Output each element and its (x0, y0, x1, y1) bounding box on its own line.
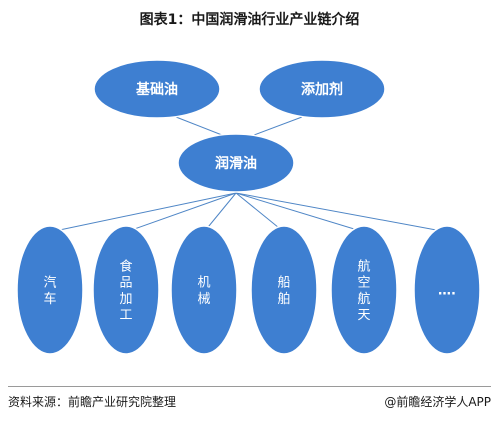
core-node-label: 润滑油 (215, 155, 257, 172)
core-node-shape (177, 133, 295, 193)
downstream-node-2-label-char: 品 (119, 276, 132, 291)
connector-base-oil (175, 116, 223, 136)
downstream-node-1-label-char: 车 (43, 291, 56, 307)
core-node: 润滑油 (177, 133, 295, 193)
downstream-node-4-label-char: 舶 (277, 291, 290, 307)
connectors (49, 116, 448, 233)
connector-additive (253, 116, 303, 136)
downstream-node-1-label-char: 汽 (43, 276, 56, 291)
downstream-node-2-label-char: 工 (119, 308, 132, 323)
downstream-node-3: 机械 (170, 225, 238, 355)
connector-downstream-2 (125, 192, 237, 233)
downstream-node-4: 船舶 (250, 225, 318, 355)
connector-downstream-4 (235, 192, 285, 233)
downstream-node-1-shape (16, 225, 84, 355)
upstream-node-2-shape (258, 59, 386, 119)
connector-downstream-5 (235, 192, 365, 233)
downstream-node-6-label: …. (438, 284, 456, 299)
connector-downstream-6 (235, 192, 448, 233)
downstream-node-6: …. (413, 225, 481, 355)
upstream-node-1-label: 基础油 (136, 81, 178, 98)
industry-chain-diagram: 基础油添加剂润滑油汽车食品加工机械船舶航空航天…. (16, 59, 481, 355)
downstream-node-5-label-char: 天 (357, 308, 370, 323)
connector-downstream-3 (203, 192, 237, 233)
downstream-node-4-shape (250, 225, 318, 355)
downstream-node-5-label-char: 空 (357, 276, 370, 291)
upstream-node-2-label: 添加剂 (301, 81, 343, 98)
upstream-node-1-shape (93, 59, 221, 119)
footer-divider (8, 386, 491, 387)
nodes: 基础油添加剂润滑油汽车食品加工机械船舶航空航天…. (16, 59, 481, 355)
downstream-node-2-label-char: 加 (119, 292, 132, 307)
downstream-node-3-label-char: 机 (197, 276, 210, 291)
downstream-node-2-label-char: 食 (119, 258, 132, 274)
downstream-node-1: 汽车 (16, 225, 84, 355)
upstream-node-2: 添加剂 (258, 59, 386, 119)
connector-downstream-1 (49, 192, 237, 233)
downstream-node-3-label-char: 械 (197, 292, 210, 307)
footer: 资料来源：前瞻产业研究院整理 @前瞻经济学人APP (8, 393, 491, 411)
upstream-node-1: 基础油 (93, 59, 221, 119)
downstream-node-3-shape (170, 225, 238, 355)
downstream-node-5-shape (330, 225, 398, 355)
downstream-node-4-label-char: 船 (277, 276, 290, 291)
chart-title: 图表1：中国润滑油行业产业链介绍 (139, 12, 360, 28)
downstream-node-2-shape (92, 225, 160, 355)
source-note: 资料来源：前瞻产业研究院整理 (8, 395, 177, 409)
downstream-node-5-label-char: 航 (357, 291, 370, 307)
brand-credit: @前瞻经济学人APP (384, 395, 491, 409)
downstream-node-6-shape (413, 225, 481, 355)
downstream-node-5-label-char: 航 (357, 258, 370, 274)
